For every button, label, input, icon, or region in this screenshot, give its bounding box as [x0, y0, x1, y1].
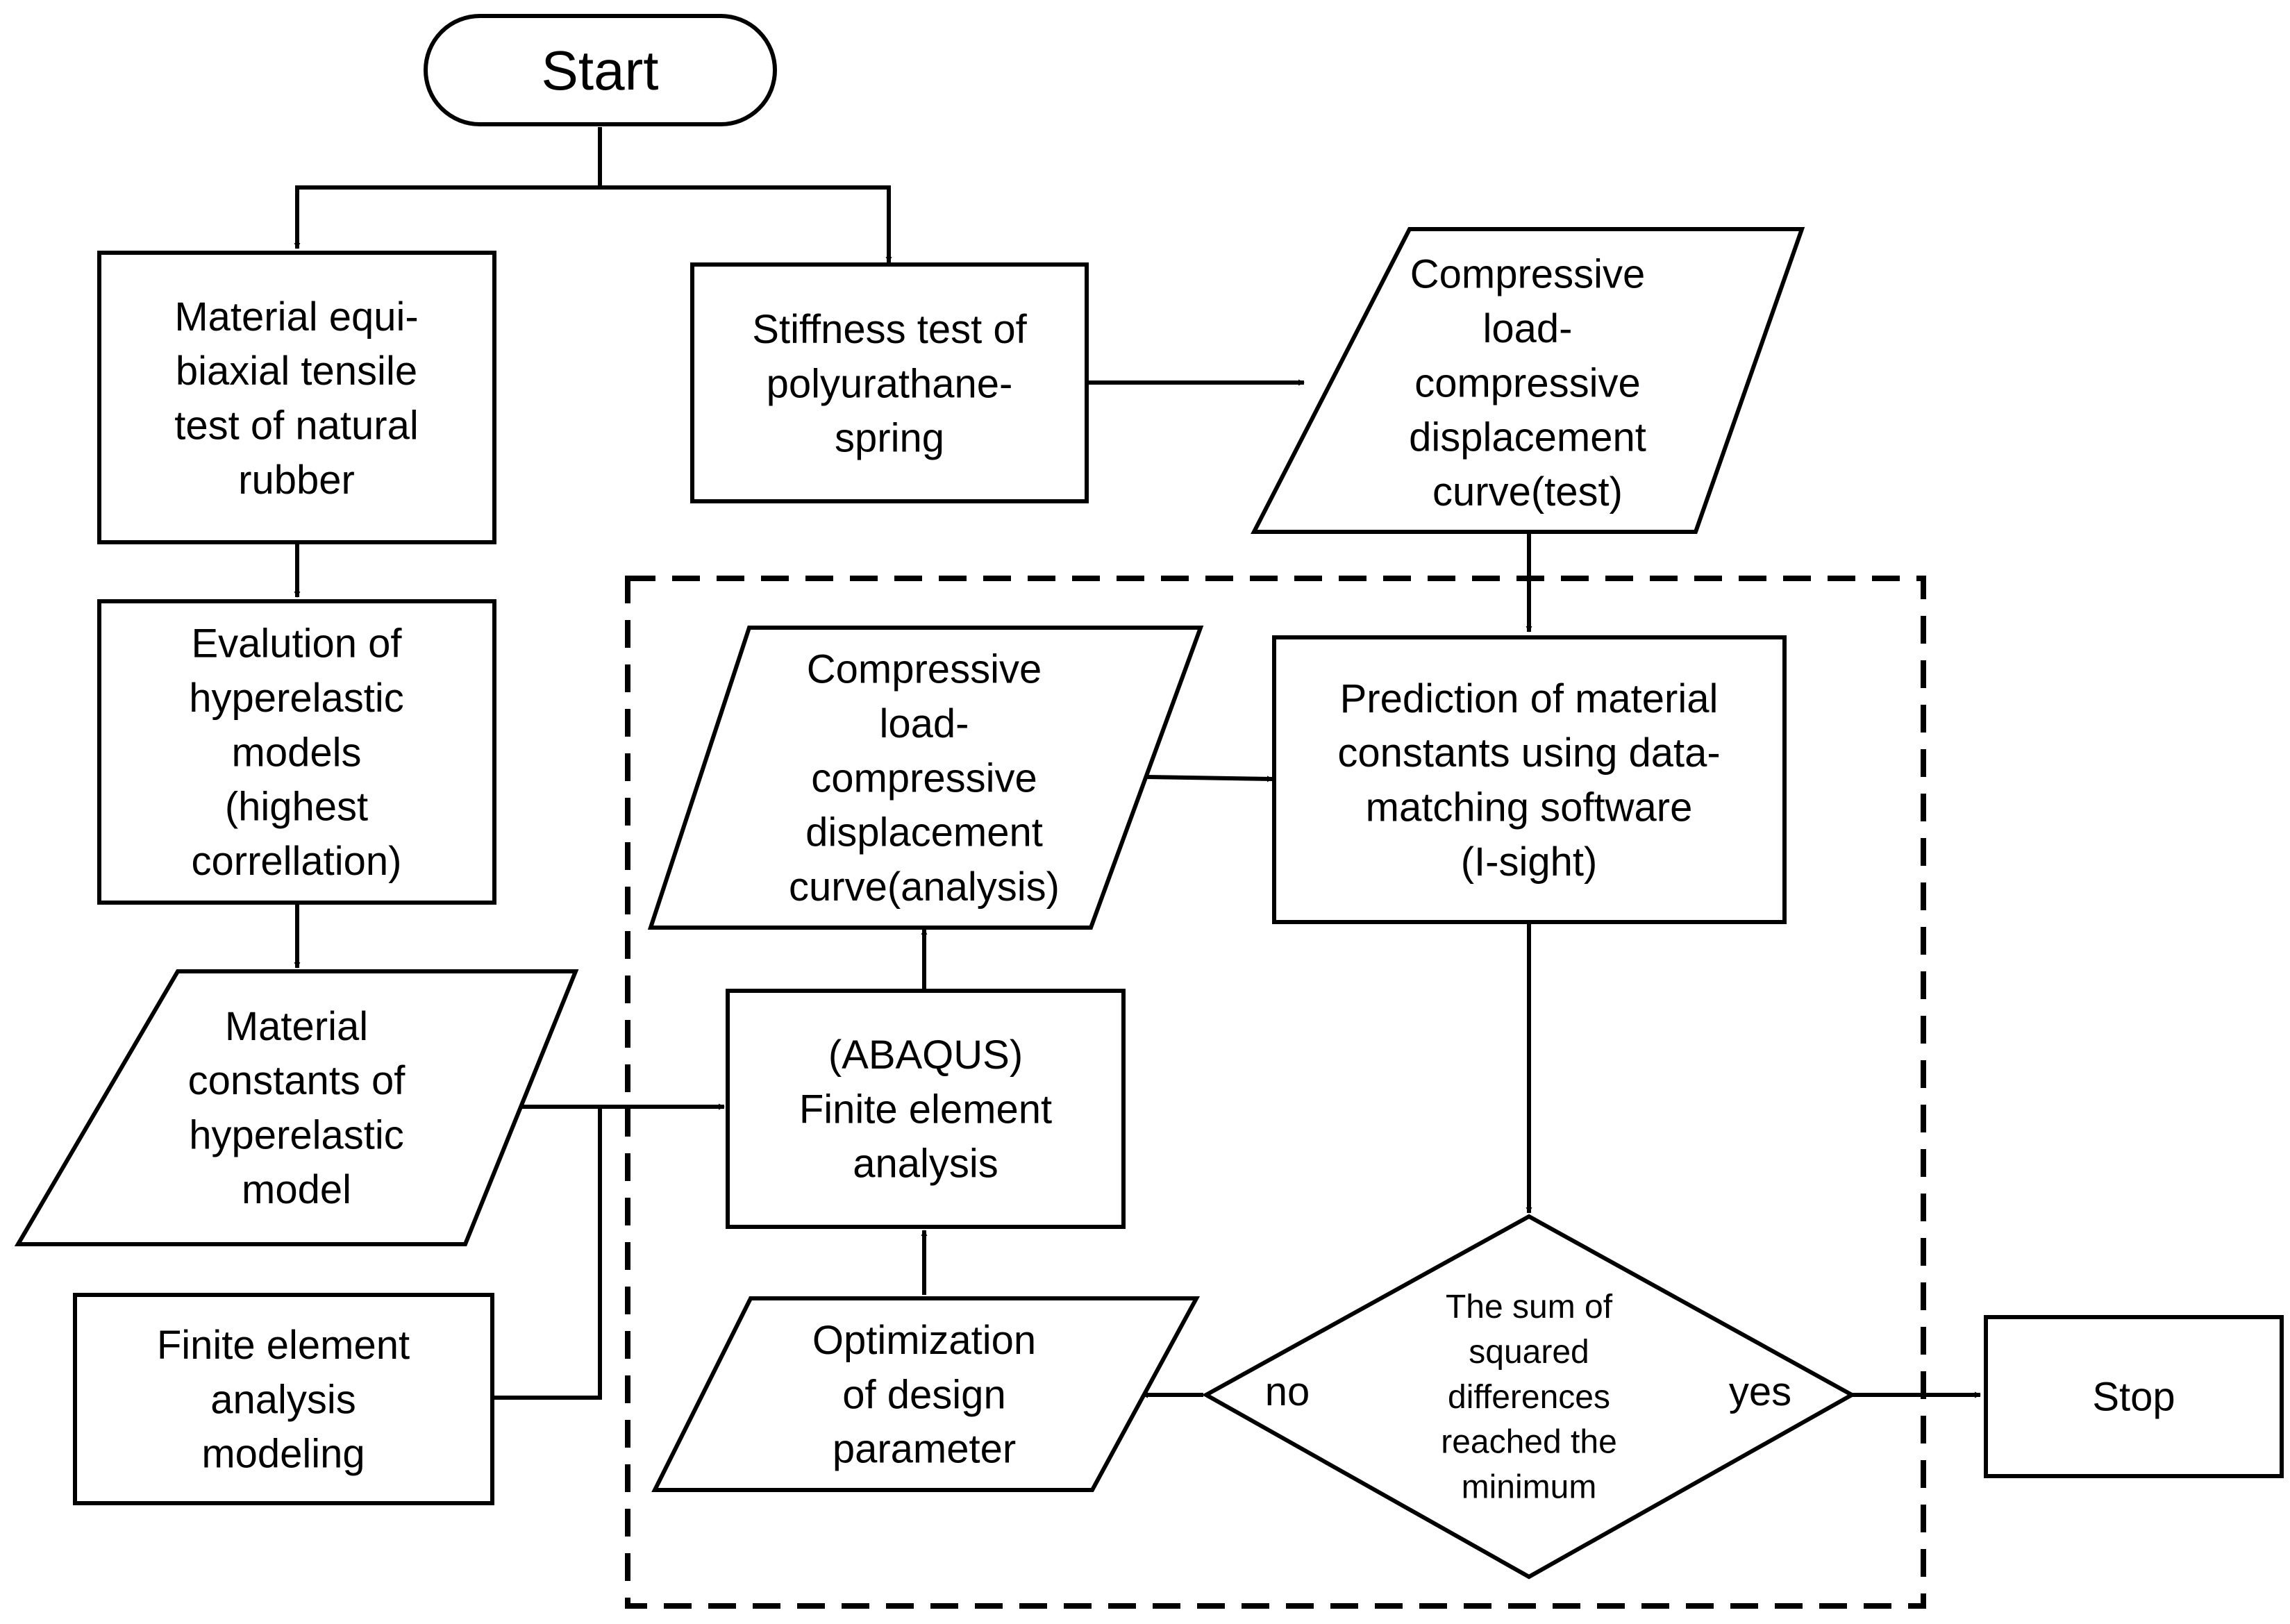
node-label-line: hyperelastic	[189, 1112, 403, 1157]
node-label-line: (I-sight)	[1461, 839, 1598, 885]
node-label-line: correllation)	[192, 839, 402, 884]
node-label-line: of design	[842, 1372, 1005, 1417]
node-label-line: spring	[835, 416, 944, 461]
edge-start-to-biaxial-test	[294, 185, 600, 249]
node-label-line: Optimization	[812, 1318, 1036, 1363]
node-label-line: modeling	[201, 1432, 365, 1477]
node-evaluation: Evalution of hyperelastic models (highest co…	[97, 599, 496, 905]
node-label-line: Prediction of material	[1340, 676, 1719, 721]
node-label-line: Stiffness test of	[752, 307, 1027, 352]
node-label-line: test of natural	[174, 403, 418, 448]
node-label-line: Start	[542, 40, 659, 101]
node-label-line: Evalution of	[191, 621, 402, 667]
edge-label-no: no	[1265, 1369, 1310, 1414]
edge-curve-analysis-to-prediction	[1144, 775, 1273, 782]
node-label-line: analysis	[210, 1377, 356, 1422]
node-curve-analysis: Compressive load-compressive displacement c…	[647, 626, 1204, 930]
node-label-line: rubber	[238, 458, 355, 503]
node-label-line: (highest	[225, 785, 368, 830]
node-label-line: minimum	[1462, 1468, 1597, 1505]
node-label-line: Finite element	[157, 1323, 410, 1368]
edges	[294, 127, 1981, 1400]
node-label-line: curve(analysis)	[789, 864, 1060, 910]
node-label-line: compressive	[1414, 360, 1641, 405]
node-label-line: Compressive	[1410, 252, 1645, 297]
node-label-line: The sum of	[1446, 1289, 1613, 1325]
node-biaxial-test: Material equi-biaxial tensile test of nat…	[97, 251, 496, 544]
node-label-line: (ABAQUS)	[828, 1032, 1023, 1078]
node-fe-analysis: (ABAQUS) Finite element analysis	[726, 989, 1126, 1229]
optimization-loop-region	[625, 576, 1926, 1609]
node-label-line: Finite element	[799, 1087, 1052, 1132]
node-label-line: constants of	[188, 1058, 406, 1103]
node-label-line: model	[242, 1167, 351, 1212]
node-label-line: curve(test)	[1432, 469, 1623, 514]
node-stop: Stop	[1984, 1315, 2284, 1478]
node-label-line: Compressive	[807, 647, 1042, 692]
node-label-line: load-	[1483, 306, 1573, 351]
node-label-line: displacement	[1409, 415, 1646, 460]
node-label-line: differences	[1448, 1379, 1610, 1416]
node-label-line: Stop	[2092, 1374, 2175, 1419]
node-label-line: hyperelastic	[189, 676, 403, 721]
svg-text:Stop: Stop	[2092, 1374, 2175, 1419]
node-label-line: Material equi-	[174, 294, 418, 340]
edge-label-yes: yes	[1729, 1369, 1791, 1414]
node-label-line: reached the	[1441, 1424, 1617, 1461]
node-label-line: biaxial tensile	[176, 349, 417, 394]
svg-text:Start: Start	[542, 40, 659, 101]
node-label-line: compressive	[811, 755, 1037, 801]
node-label-line: squared	[1469, 1334, 1589, 1371]
node-prediction: Prediction of material constants using da…	[1272, 635, 1787, 924]
node-label-line: polyurathane-	[767, 361, 1013, 406]
node-stiffness-test: Stiffness test of polyurathane-spring	[690, 262, 1089, 503]
node-start: Start	[424, 14, 777, 126]
edge-start-to-stiffness-test	[600, 185, 892, 263]
node-label-line: displacement	[805, 810, 1043, 855]
node-curve-test: Compressive load-compressive displacement c…	[1251, 227, 1805, 534]
node-label-line: constants using data-	[1337, 730, 1720, 776]
node-label-line: load-	[880, 701, 969, 746]
node-optimization: Optimization of design parameter	[651, 1296, 1201, 1492]
node-label-line: matching software	[1366, 785, 1693, 830]
node-fe-modeling: Finite element analysis modeling	[73, 1293, 494, 1505]
node-label-line: Material	[225, 1004, 368, 1049]
node-label-line: analysis	[853, 1141, 998, 1187]
edge-fe-modeling-to-fe-analysis	[490, 1107, 602, 1400]
node-material-constants: Material constants of hyperelastic model	[14, 969, 579, 1246]
node-label-line: parameter	[833, 1427, 1016, 1472]
node-label-line: models	[232, 730, 362, 775]
node-decision: The sum of squared differences reached the m…	[1201, 1214, 1857, 1580]
